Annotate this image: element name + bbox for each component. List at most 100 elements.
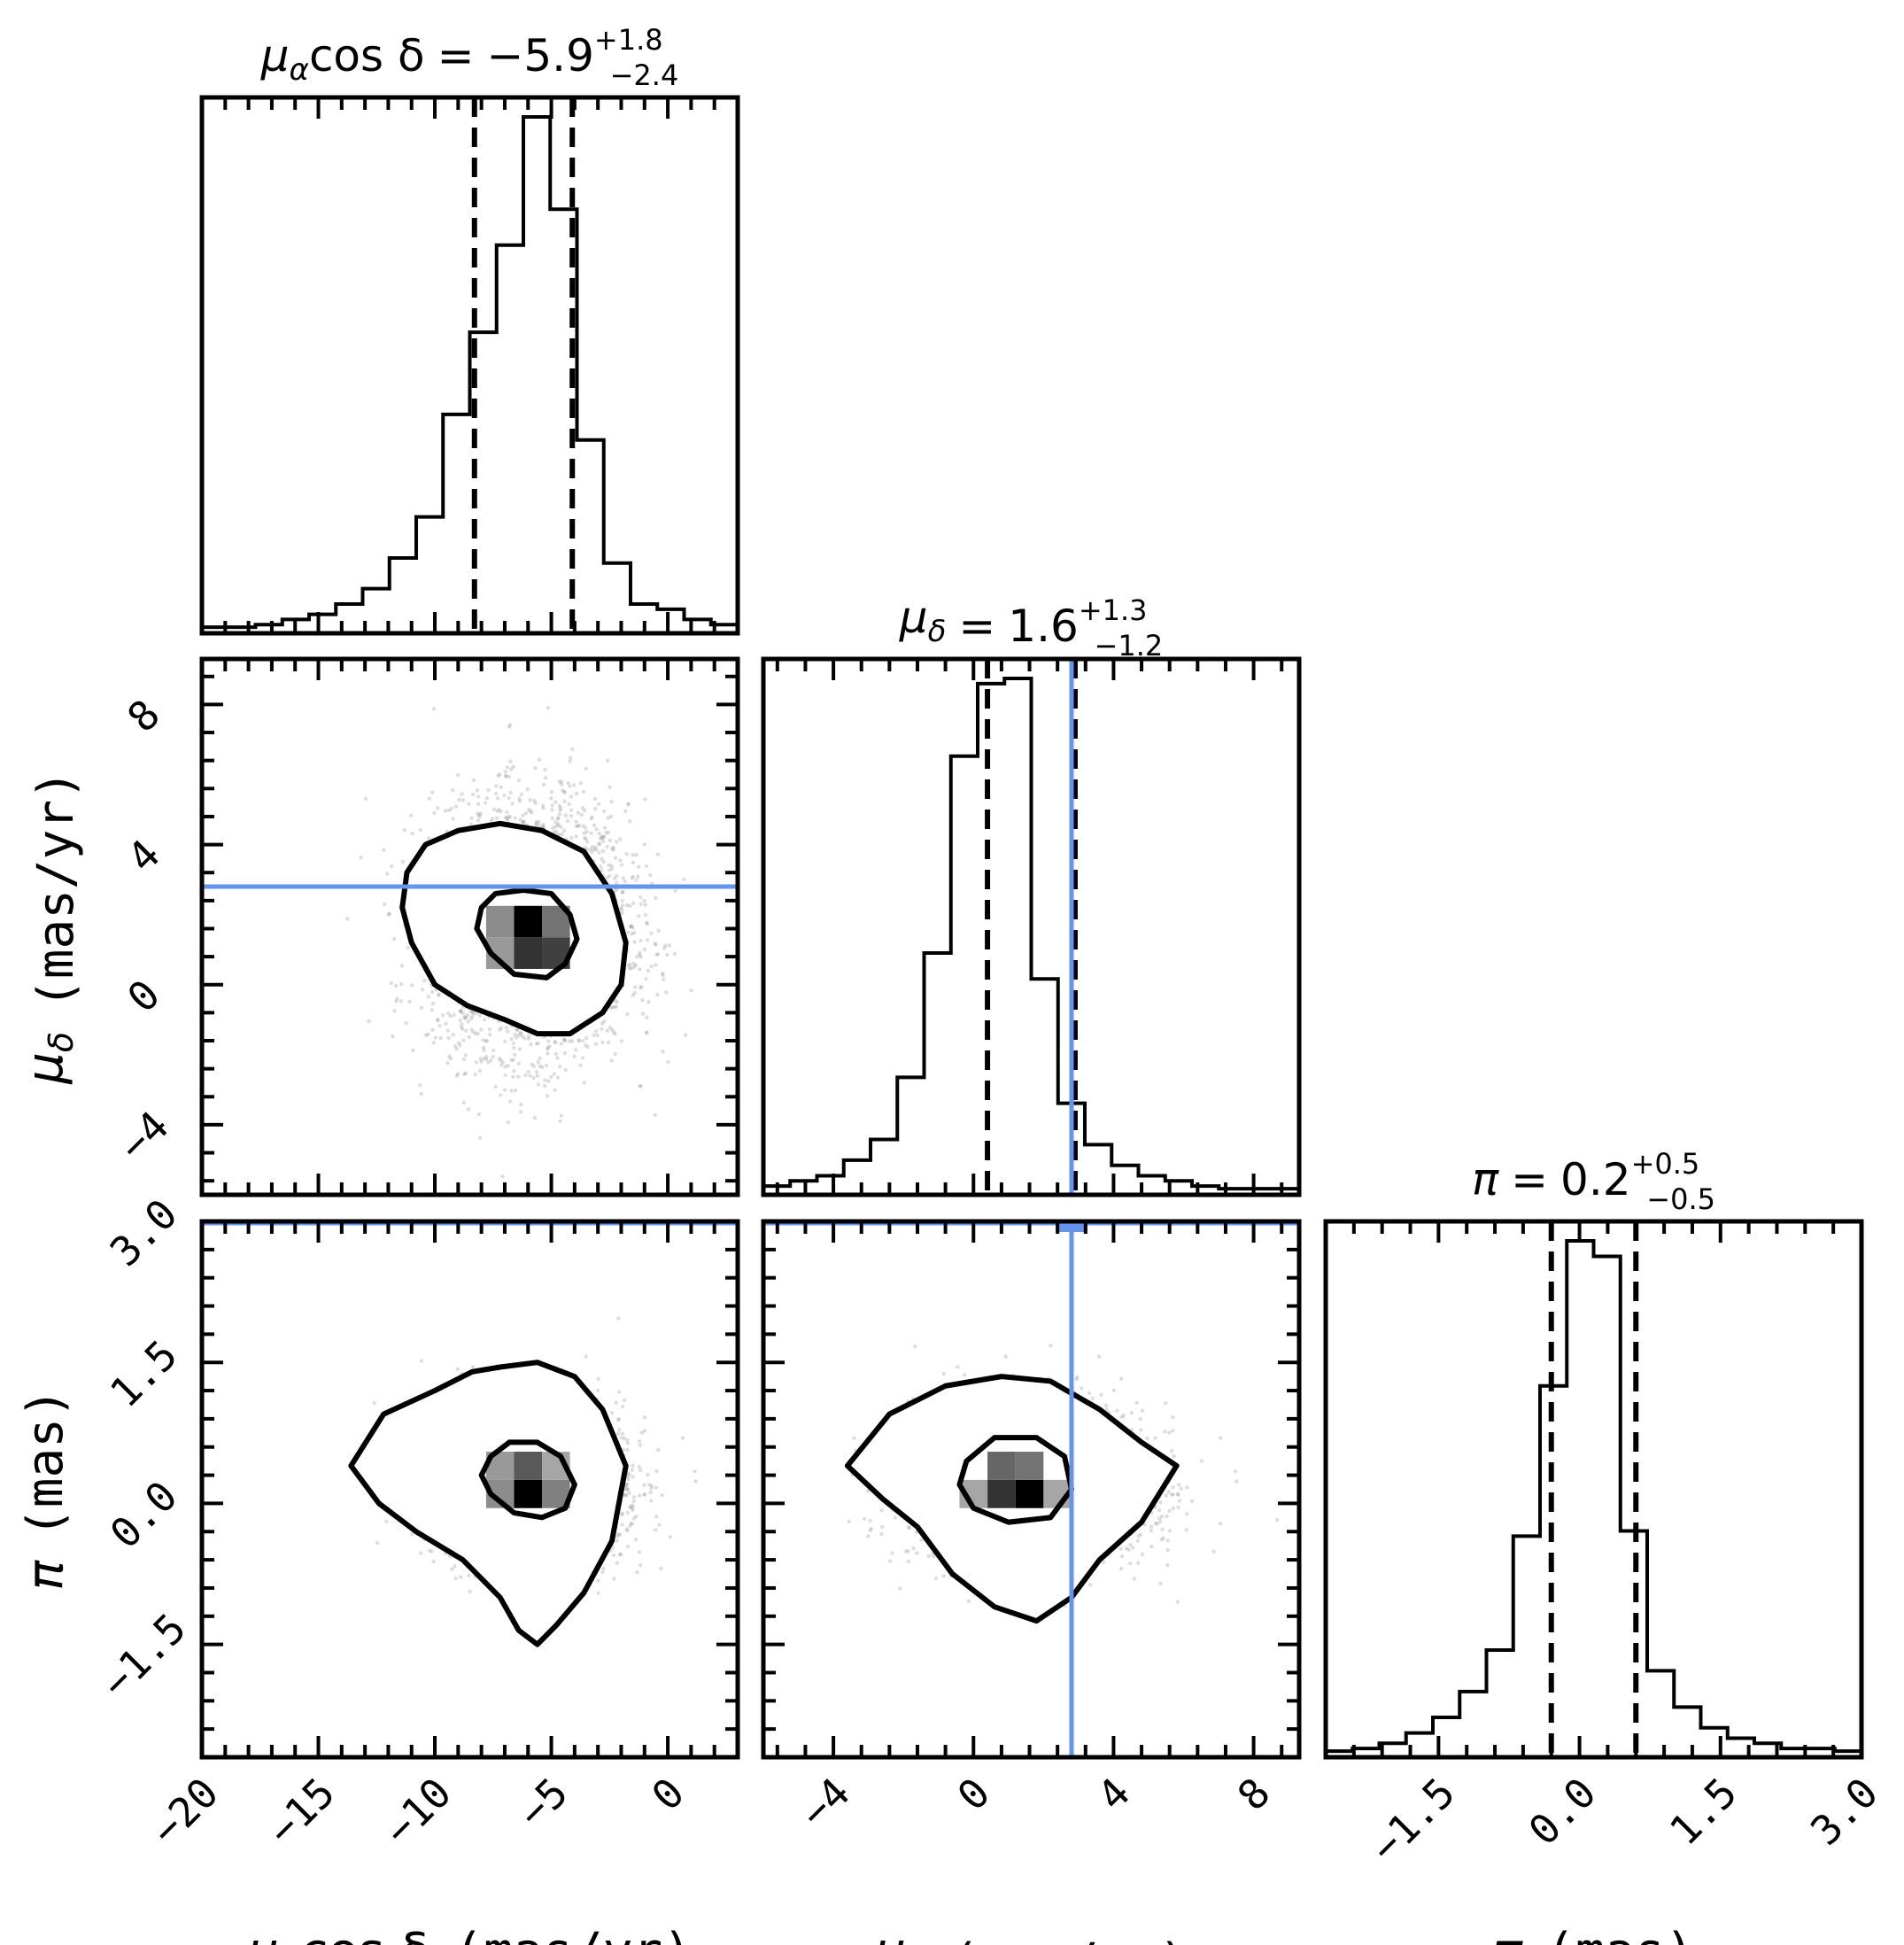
sample-point	[437, 1023, 442, 1028]
sample-point	[649, 964, 654, 969]
sample-point	[508, 759, 513, 763]
sample-point	[631, 965, 637, 970]
sample-point	[569, 814, 574, 818]
title-equals: =	[1511, 1154, 1548, 1205]
sample-point	[499, 785, 503, 790]
sample-point	[469, 822, 474, 827]
sample-point	[654, 1485, 659, 1490]
sample-point	[618, 906, 623, 911]
sample-point	[639, 955, 643, 959]
sample-point	[513, 816, 517, 820]
sample-point	[557, 812, 562, 817]
sample-point	[512, 1069, 516, 1073]
sample-point	[392, 936, 397, 942]
title-value: −5.9	[486, 30, 593, 81]
sample-point	[574, 834, 578, 839]
sample-point	[345, 917, 350, 921]
sample-point	[453, 1576, 458, 1581]
sample-point	[404, 1020, 408, 1026]
sample-point	[574, 819, 578, 824]
sample-point	[363, 796, 368, 802]
sample-point	[593, 1029, 599, 1034]
sample-point	[570, 747, 575, 752]
sample-point	[600, 856, 604, 862]
sample-point	[455, 1072, 461, 1076]
sample-point	[494, 784, 499, 788]
sample-point	[446, 808, 452, 813]
sample-point	[446, 1011, 451, 1016]
sample-point	[437, 993, 441, 998]
histogram-step-parallax	[1324, 1239, 1863, 1754]
sample-point	[632, 985, 638, 989]
sample-point	[477, 1013, 483, 1018]
sample-point	[419, 1005, 424, 1010]
sample-point	[643, 903, 647, 907]
histogram-pmdec	[762, 659, 1301, 1195]
sample-point	[569, 835, 574, 841]
sample-point	[507, 795, 511, 801]
sample-point	[519, 1102, 523, 1107]
sample-point	[506, 817, 510, 822]
sample-point	[471, 792, 476, 797]
scatter-panel-pmra-parallax	[202, 1220, 738, 1647]
sample-point	[500, 1174, 505, 1179]
title-plus: +1.3	[1079, 593, 1148, 627]
sample-point	[463, 1016, 468, 1020]
sample-point	[632, 990, 638, 996]
sample-point	[562, 1038, 568, 1042]
sample-point	[546, 1094, 550, 1098]
sample-point	[400, 859, 406, 864]
sample-point	[569, 808, 574, 812]
sample-point	[465, 1013, 470, 1018]
sample-point	[479, 1059, 484, 1064]
sample-point	[608, 838, 613, 843]
sample-point	[557, 779, 561, 784]
sample-point	[522, 1036, 527, 1041]
sample-point	[507, 814, 513, 819]
sample-point	[629, 1521, 633, 1526]
sample-point	[422, 979, 427, 983]
sample-point	[523, 810, 529, 816]
title-symbol: μ	[260, 30, 290, 81]
title-plus: +1.8	[594, 23, 663, 57]
sample-point	[502, 794, 507, 798]
sample-point	[447, 1054, 452, 1058]
title-equals: =	[958, 601, 995, 652]
sample-point	[601, 839, 606, 844]
sample-point	[581, 789, 586, 794]
sample-point	[463, 1053, 468, 1058]
sample-point	[456, 772, 461, 778]
sample-point	[474, 1011, 478, 1016]
sample-point	[562, 799, 567, 803]
sample-point	[673, 888, 677, 894]
sample-point	[529, 1042, 533, 1047]
sample-point	[592, 848, 597, 852]
sample-point	[596, 802, 601, 806]
sample-point	[553, 820, 558, 825]
sample-point	[459, 1010, 463, 1014]
sample-point	[568, 784, 572, 788]
sample-point	[640, 1011, 646, 1016]
sample-point	[599, 834, 604, 839]
sample-point	[639, 1083, 643, 1089]
sample-point	[438, 1035, 443, 1041]
sample-point	[655, 852, 661, 856]
sample-point	[568, 756, 573, 760]
sample-point	[517, 799, 522, 803]
sample-point	[448, 1056, 453, 1061]
sample-point	[359, 855, 363, 860]
sample-point	[624, 852, 629, 856]
sample-point	[550, 808, 554, 812]
sample-point	[630, 876, 634, 880]
sample-point	[597, 831, 601, 836]
sample-point	[550, 816, 554, 821]
sample-point	[444, 1021, 448, 1026]
panel-title-pmra: μαcos δ=−5.9+1.8−2.4	[260, 23, 679, 92]
sample-point	[589, 817, 593, 821]
sample-point	[646, 1000, 651, 1004]
sample-point	[637, 1493, 642, 1498]
sample-point	[579, 812, 584, 818]
sample-point	[504, 816, 509, 821]
sample-point	[494, 791, 499, 796]
sample-point	[663, 943, 668, 948]
